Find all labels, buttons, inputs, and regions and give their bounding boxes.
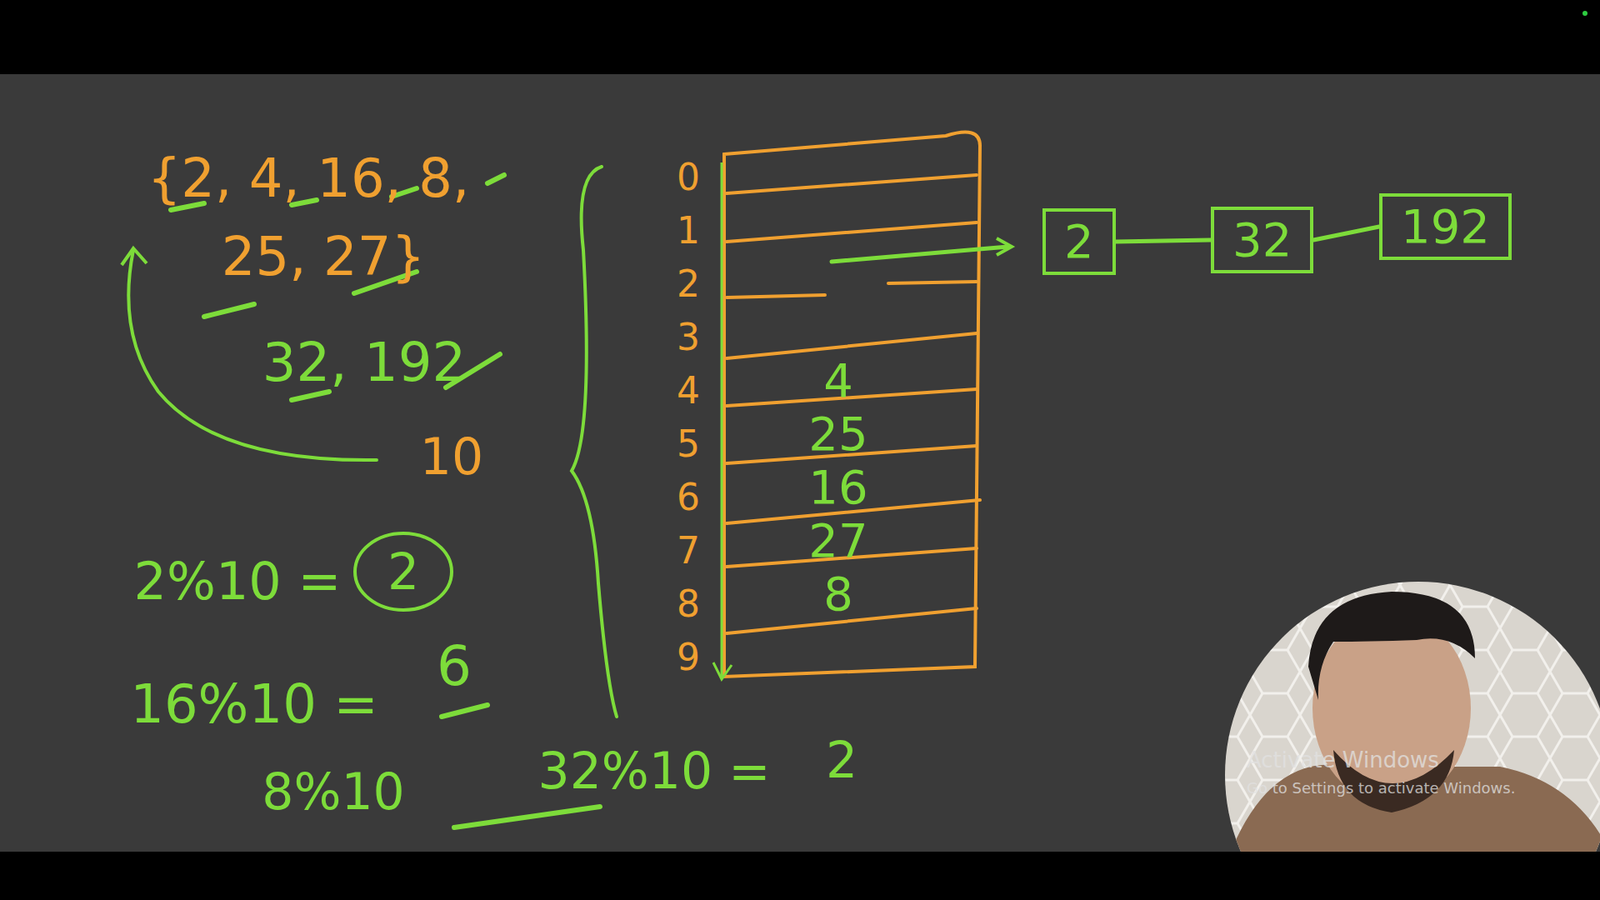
node-value: 192 — [1400, 203, 1490, 250]
index-number: 7 — [676, 532, 700, 570]
webcam — [1216, 575, 1600, 852]
pointer-head — [996, 238, 1012, 255]
table-size: 10 — [420, 431, 484, 482]
set-values: {2, 4, 16, 8, — [147, 151, 470, 205]
chain-node: 192 — [1379, 193, 1512, 260]
table-entry: 4 — [823, 357, 854, 405]
index-number: 0 — [676, 159, 700, 196]
node-value: 2 — [1064, 218, 1095, 265]
chain-node: 2 — [1042, 208, 1116, 275]
hash-formula: 16%10 = — [130, 677, 379, 731]
index-number: 8 — [676, 585, 700, 623]
watermark: Activate Windows — [1246, 749, 1440, 771]
hash-formula: 8%10 — [261, 766, 405, 817]
index-number: 3 — [676, 319, 700, 356]
node-value: 32 — [1232, 216, 1292, 264]
bottom-bar — [0, 851, 1600, 900]
curved-arrow-head — [121, 248, 147, 265]
index-number: 1 — [676, 212, 700, 250]
chain-node: 32 — [1210, 206, 1314, 274]
index-number: 4 — [676, 372, 700, 410]
chain-link — [1313, 226, 1380, 240]
table-entry: 16 — [808, 464, 868, 511]
index-arrow-head — [713, 662, 732, 680]
pointer-line — [831, 246, 1009, 262]
hash-result: 6 — [436, 639, 472, 695]
index-number: 2 — [676, 265, 700, 303]
table-entry: 25 — [808, 410, 868, 458]
index-number: 5 — [676, 425, 700, 463]
table-entry: 8 — [823, 570, 854, 618]
status-dot — [1582, 10, 1588, 16]
set-values: 25, 27} — [221, 230, 425, 284]
extra-values: 32, 192 — [262, 335, 466, 390]
hash-formula: 2%10 = — [134, 555, 342, 608]
watermark: Go to Settings to activate Windows. — [1246, 780, 1515, 796]
hash-result: 2 — [825, 735, 858, 785]
hash-result: 2 — [387, 546, 420, 597]
brace — [571, 166, 617, 717]
board — [0, 74, 1600, 852]
index-arrow — [720, 162, 724, 677]
result-circle — [355, 533, 452, 610]
hash-formula: 32%10 = — [537, 745, 770, 796]
index-number: 9 — [676, 639, 700, 676]
index-number: 6 — [676, 479, 700, 516]
table-entry: 27 — [808, 517, 868, 565]
top-bar — [0, 0, 1600, 75]
chain-link — [1115, 240, 1211, 242]
hash-table — [724, 132, 980, 677]
